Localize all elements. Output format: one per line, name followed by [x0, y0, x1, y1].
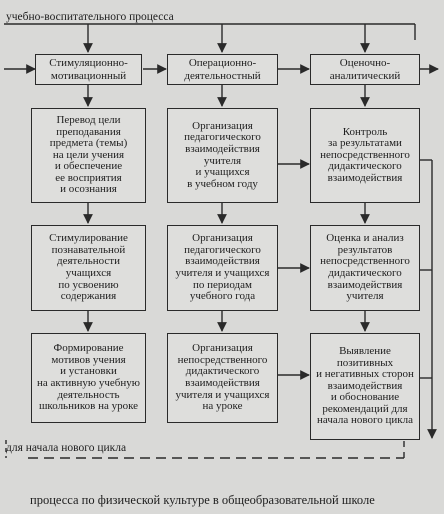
cell-c3-r3: Выявление позитивных и негативных сторон… [310, 333, 420, 440]
cell-c2-r2: Организация педагогического взаимодейств… [167, 225, 278, 311]
header-operational: Операционно- деятельностный [167, 54, 278, 85]
cell-c1-r3: Формирование мотивов учения и установки … [31, 333, 146, 423]
header-stimulation: Стимуляционно- мотивационный [35, 54, 142, 85]
header-evaluative: Оценочно- аналитический [310, 54, 420, 85]
cell-c3-r2: Оценка и анализ результатов непосредстве… [310, 225, 420, 311]
cell-c2-r3: Организация непосредственного дидактичес… [167, 333, 278, 423]
bottom-label: для начала нового цикла [6, 442, 127, 454]
cell-c1-r2: Стимулирование познавательной деятельнос… [31, 225, 146, 311]
cell-c2-r1: Организация педагогического взаимодейств… [167, 108, 278, 203]
cell-c3-r1: Контроль за результатами непосредственно… [310, 108, 420, 203]
top-label: учебно-воспитательного процесса [6, 11, 174, 23]
cell-c1-r1: Перевод цели преподавания предмета (темы… [31, 108, 146, 203]
caption: процесса по физической культуре в общеоб… [30, 493, 375, 507]
